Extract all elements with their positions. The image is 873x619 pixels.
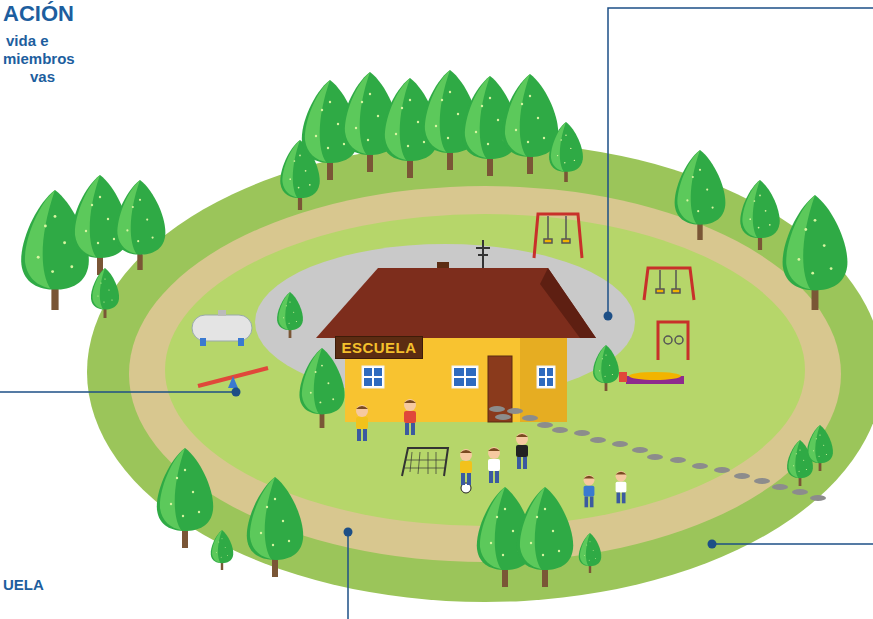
heading-fragment: ACIÓN [3,1,74,26]
trees [277,292,619,428]
sand-path [129,186,841,562]
stepping-stones [489,406,826,501]
gas-tank [192,310,252,346]
school-sign: ESCUELA [335,336,423,359]
sign-text: ESCUELA [341,340,416,355]
leader-lines [0,8,873,619]
leader-dots [232,312,717,549]
inner-lawn [165,214,805,526]
outer-lawn [87,142,873,602]
swings [534,214,694,300]
text-fragment: vas [30,68,55,85]
soccer-goal [402,448,448,476]
text-fragment: UELA [3,576,44,593]
sandbox [619,372,684,384]
seesaw [198,368,268,388]
children [356,399,626,507]
swing-seats [544,216,680,293]
school-building [316,240,596,422]
rings [658,322,688,360]
text-fragment: miembros [3,50,75,67]
text-fragment: vida e [6,32,49,49]
trees [157,425,833,587]
